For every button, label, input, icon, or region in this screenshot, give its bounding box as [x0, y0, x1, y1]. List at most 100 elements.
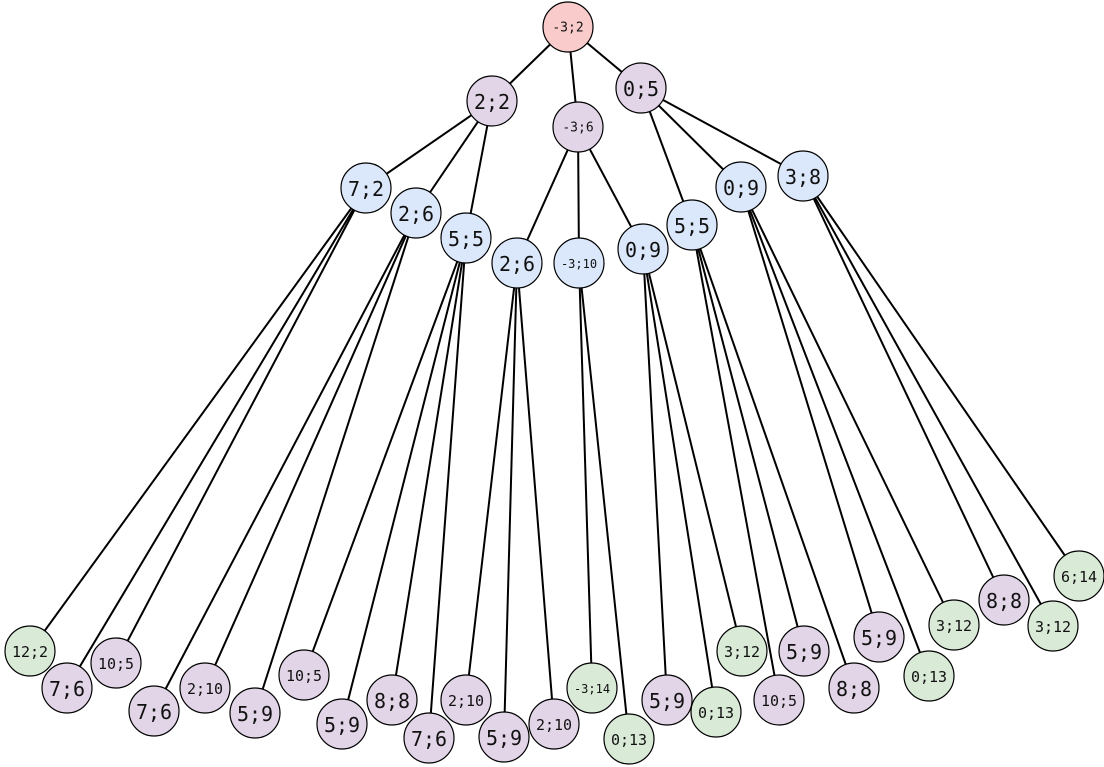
- tree-node: 7;6: [403, 712, 455, 764]
- tree-node: 0;13: [603, 713, 655, 765]
- node-label: 5;9: [861, 626, 897, 650]
- node-circle: [615, 62, 667, 114]
- edge-n9-n30: [642, 248, 743, 652]
- node-circle: [1053, 550, 1104, 602]
- tree-node: 3;8: [777, 150, 829, 202]
- node-label: 5;9: [324, 713, 360, 737]
- edge-n11-n35: [740, 186, 930, 677]
- node-label: 0;9: [625, 238, 661, 262]
- node-circle: [278, 649, 330, 701]
- tree-node: 5;9: [478, 711, 530, 763]
- edge-n4-n15: [115, 187, 367, 664]
- tree-node: 7;6: [128, 685, 180, 737]
- node-circle: [390, 187, 442, 239]
- tree-node: 2;10: [528, 698, 580, 750]
- tree-node: 2;6: [491, 237, 543, 289]
- node-label: 12;2: [12, 643, 48, 661]
- node-label: 2;6: [499, 252, 535, 276]
- tree-node: 12;2: [4, 625, 56, 677]
- edge-n12-n37: [802, 175, 1005, 601]
- tree-node: 0;5: [615, 62, 667, 114]
- node-circle: [777, 150, 829, 202]
- edge-n5-n18: [254, 212, 417, 714]
- tree-node: 8;8: [366, 674, 418, 726]
- node-circle: [542, 1, 594, 53]
- node-label: 3;12: [936, 617, 972, 635]
- node-label: -3;2: [552, 21, 583, 36]
- node-circle: [466, 75, 518, 127]
- node-label: 0;9: [723, 176, 759, 200]
- node-label: 7;6: [49, 677, 85, 701]
- node-circle: [715, 161, 767, 213]
- edge-n5-n17: [204, 212, 417, 689]
- node-circle: [440, 674, 492, 726]
- node-circle: [440, 212, 492, 264]
- edge-n9-n29: [642, 248, 717, 713]
- node-circle: [978, 574, 1030, 626]
- edge-n9-n28: [642, 248, 668, 701]
- node-label: 2;2: [474, 90, 510, 114]
- node-label: 10;5: [761, 692, 797, 710]
- edge-n7-n24: [503, 262, 518, 738]
- node-circle: [928, 599, 980, 651]
- node-circle: [716, 625, 768, 677]
- node-label: 0;5: [623, 77, 659, 101]
- edge-n10-n32: [691, 224, 805, 652]
- tree-node: 0;9: [715, 161, 767, 213]
- node-label: 2;6: [398, 202, 434, 226]
- tree-node: 5;9: [229, 687, 281, 739]
- tree-node: 8;8: [978, 574, 1030, 626]
- node-circle: [753, 674, 805, 726]
- tree-node: -3;14: [566, 662, 618, 714]
- node-circle: [553, 237, 605, 289]
- tree-node: 2;2: [466, 75, 518, 127]
- node-circle: [403, 712, 455, 764]
- node-circle: [853, 611, 905, 663]
- edge-n4-n14: [66, 187, 367, 689]
- node-circle: [128, 685, 180, 737]
- node-circle: [778, 625, 830, 677]
- node-label: 5;9: [486, 726, 522, 750]
- node-label: 2;10: [187, 680, 223, 698]
- tree-node: 0;13: [903, 650, 955, 702]
- tree-node: 5;9: [853, 611, 905, 663]
- tree-node: 5;9: [778, 625, 830, 677]
- node-label: 0;13: [698, 704, 734, 722]
- node-circle: [903, 650, 955, 702]
- node-label: 5;9: [649, 689, 685, 713]
- edge-n8-n26: [578, 262, 593, 689]
- node-label: 10;5: [286, 667, 322, 685]
- node-circle: [316, 698, 368, 750]
- node-label: 5;9: [786, 640, 822, 664]
- node-circle: [617, 223, 669, 275]
- node-label: 0;13: [611, 731, 647, 749]
- edge-n12-n38: [802, 175, 1054, 627]
- node-circle: [690, 686, 742, 738]
- edge-n10-n31: [691, 224, 780, 701]
- node-label: 3;12: [1035, 618, 1071, 636]
- edge-n5-n16: [153, 212, 417, 712]
- edge-n6-n20: [341, 237, 467, 725]
- tree-node: 6;14: [1053, 550, 1104, 602]
- edge-n11-n36: [740, 186, 955, 626]
- tree-node: 5;5: [440, 212, 492, 264]
- tree-node: 7;6: [41, 662, 93, 714]
- tree-node: -3;6: [552, 101, 604, 153]
- node-label: 3;12: [724, 643, 760, 661]
- node-circle: [366, 674, 418, 726]
- node-label: 5;5: [448, 227, 484, 251]
- tree-node: 2;6: [390, 187, 442, 239]
- node-label: 5;9: [237, 702, 273, 726]
- node-circle: [552, 101, 604, 153]
- node-label: 7;2: [348, 177, 384, 201]
- node-label: 2;10: [536, 716, 572, 734]
- edge-n8-n27: [578, 262, 630, 740]
- node-circle: [179, 662, 231, 714]
- node-circle: [4, 625, 56, 677]
- tree-node: 0;9: [617, 223, 669, 275]
- node-circle: [229, 687, 281, 739]
- edge-n6-n22: [428, 237, 467, 739]
- node-label: 8;8: [374, 689, 410, 713]
- edge-n3-n12: [640, 87, 804, 177]
